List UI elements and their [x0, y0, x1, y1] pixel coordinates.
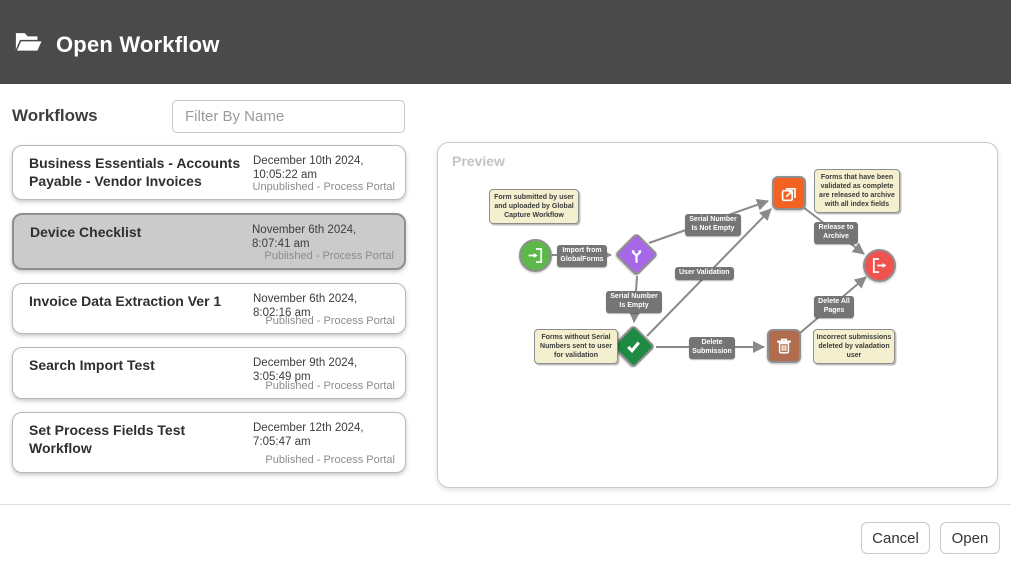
workflow-preview-pane: Preview [437, 142, 998, 488]
workflow-status: Published - Process Portal [264, 250, 394, 262]
workflow-list-item[interactable]: Invoice Data Extraction Ver 1 November 6… [12, 283, 406, 334]
workflow-list-item[interactable]: Business Essentials - Accounts Payable -… [12, 145, 406, 200]
import-icon [525, 245, 546, 266]
workflow-name: Business Essentials - Accounts Payable -… [29, 155, 241, 189]
workflow-list: Business Essentials - Accounts Payable -… [12, 145, 406, 473]
note-incorrect-submissions: Incorrect submissions deleted by valadat… [813, 329, 895, 365]
workflow-date: November 6th 2024, 8:07:41 am [252, 224, 357, 251]
workflow-list-item[interactable]: Search Import Test December 9th 2024, 3:… [12, 347, 406, 399]
user-validation-node [611, 324, 656, 369]
open-folder-icon [14, 30, 44, 60]
cancel-button[interactable]: Cancel [861, 522, 930, 554]
note-form-submitted: Form submitted by user and uploaded by G… [489, 189, 579, 225]
workflow-status: Published - Process Portal [265, 315, 395, 327]
edge-label-delete-all-pages: Delete All Pages [814, 296, 854, 318]
filter-by-name-input[interactable] [172, 100, 405, 133]
workflow-list-item-selected[interactable]: Device Checklist November 6th 2024, 8:07… [12, 213, 406, 270]
release-archive-node [772, 176, 806, 210]
note-forms-validated: Forms that have been validated as comple… [814, 169, 900, 214]
edge-label-serial-not-empty: Serial Number Is Not Empty [685, 214, 741, 236]
workflow-status: Unpublished - Process Portal [252, 181, 395, 193]
edge-label-user-validation: User Validation [675, 267, 734, 280]
workflow-list-item[interactable]: Set Process Fields Test Workflow Decembe… [12, 412, 406, 473]
delete-submission-node [767, 329, 801, 363]
edge-label-release-to-archive: Release to Archive [814, 222, 858, 244]
edge-label-serial-empty: Serial Number Is Empty [606, 291, 662, 313]
workflow-date: December 10th 2024, 10:05:22 am [253, 155, 364, 182]
workflow-date: November 6th 2024, 8:02:16 am [253, 293, 358, 320]
open-button[interactable]: Open [940, 522, 1000, 554]
exit-end-node [863, 249, 896, 282]
exit-icon [869, 255, 890, 276]
edge-label-import-from-globalforms: Import from GlobalForms [557, 245, 607, 267]
workflow-status: Published - Process Portal [265, 454, 395, 466]
workflow-date: December 12th 2024, 7:05:47 am [253, 422, 364, 449]
workflow-name: Device Checklist [30, 224, 142, 240]
dialog-title: Open Workflow [56, 32, 220, 57]
workflow-name: Invoice Data Extraction Ver 1 [29, 293, 222, 309]
trash-icon [773, 335, 795, 357]
dialog-header: Open Workflow [0, 0, 1011, 84]
workflows-heading: Workflows [12, 106, 98, 125]
check-icon [619, 332, 649, 362]
workflow-name: Set Process Fields Test Workflow [29, 422, 186, 456]
preview-label: Preview [452, 153, 505, 169]
serial-branch-node [614, 232, 659, 277]
branch-icon [622, 240, 650, 268]
footer-divider [0, 504, 1011, 505]
import-start-node [519, 239, 552, 272]
release-icon [778, 182, 800, 204]
edge-label-delete-submission: Delete Submission [689, 337, 735, 359]
note-forms-without-serial: Forms without Serial Numbers sent to use… [534, 329, 618, 365]
workflow-date: December 9th 2024, 3:05:49 pm [253, 357, 358, 384]
workflow-name: Search Import Test [29, 357, 155, 373]
workflow-status: Published - Process Portal [265, 380, 395, 392]
